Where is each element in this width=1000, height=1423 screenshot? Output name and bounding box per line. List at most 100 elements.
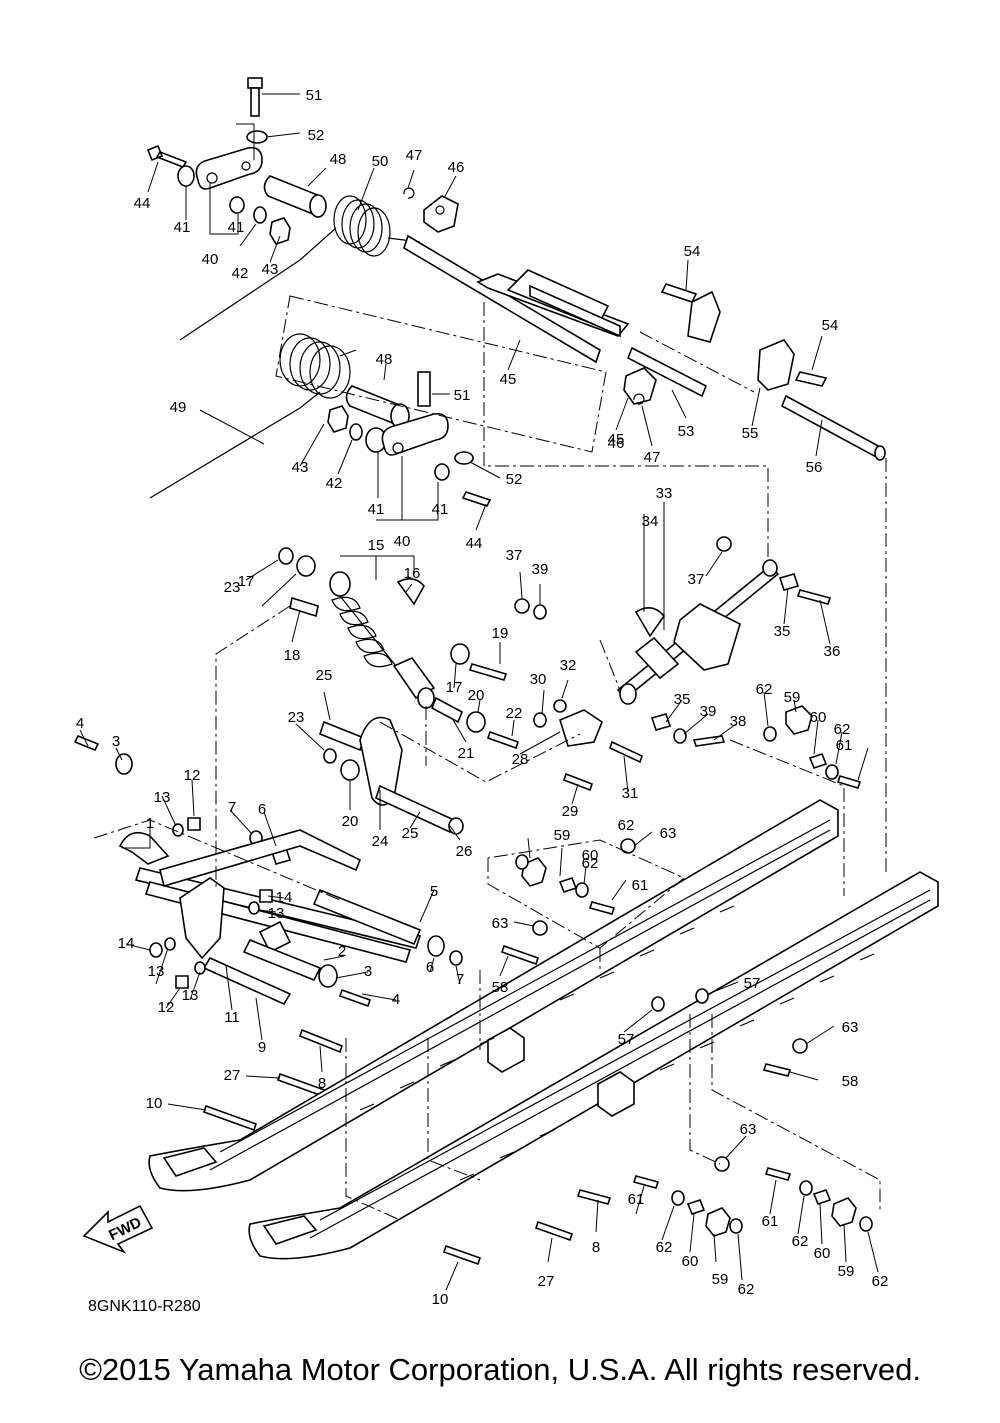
rail-left: [148, 799, 839, 1192]
callout-53: 53: [678, 423, 695, 440]
washer-57b: [695, 988, 709, 1004]
nut-52: [246, 130, 268, 144]
callout-43: 43: [262, 261, 279, 278]
callout-8: 8: [592, 1239, 600, 1256]
callout-27: 27: [224, 1067, 241, 1084]
nut-37: [514, 598, 530, 614]
callout-58: 58: [492, 979, 509, 996]
washer-7b: [449, 950, 463, 966]
shock-assembly: [278, 536, 862, 835]
bolt-54b: [794, 371, 828, 387]
copyright-notice: ©2015 Yamaha Motor Corporation, U.S.A. A…: [79, 1352, 921, 1387]
collar-20: [466, 711, 486, 733]
callout-35: 35: [674, 691, 691, 708]
callout-29: 29: [562, 803, 579, 820]
callout-22: 22: [506, 705, 523, 722]
collar-41d: [434, 463, 450, 481]
callout-46: 46: [608, 435, 625, 452]
shaft-53: [626, 346, 708, 398]
cover-34: [634, 607, 666, 638]
bolt-8b: [576, 1189, 612, 1205]
bolt-51-shank: [250, 87, 260, 117]
bolt-44b: [461, 491, 492, 507]
callout-62: 62: [792, 1233, 809, 1250]
bolt-61c: [632, 1175, 660, 1189]
callout-62: 62: [656, 1239, 673, 1256]
collar-41b: [229, 196, 245, 214]
bolt-61b: [588, 901, 616, 915]
callout-44: 44: [466, 535, 483, 552]
callout-40: 40: [202, 251, 219, 268]
callout-37: 37: [688, 571, 705, 588]
spring-49: [149, 333, 357, 499]
callout-48: 48: [376, 351, 393, 368]
nut-52b: [454, 451, 474, 465]
arm-40: [195, 146, 263, 190]
callout-14: 14: [118, 935, 135, 952]
callout-58: 58: [842, 1073, 859, 1090]
callout-59: 59: [712, 1271, 729, 1288]
collar-3: [115, 753, 133, 775]
bolt-22: [486, 730, 520, 750]
nut-23b: [323, 748, 337, 764]
callout-10: 10: [432, 1291, 449, 1308]
collar-60d: [812, 1189, 832, 1205]
callout-60: 60: [814, 1245, 831, 1262]
callout-23: 23: [224, 579, 241, 596]
callout-59: 59: [554, 827, 571, 844]
callout-62: 62: [582, 855, 599, 872]
washer-62d: [575, 882, 589, 898]
callout-7: 7: [456, 971, 464, 988]
bracket-55: [757, 339, 795, 391]
callout-25: 25: [402, 825, 419, 842]
rail-right: [248, 871, 939, 1260]
callout-34: 34: [642, 513, 659, 530]
washer-62e: [671, 1190, 685, 1206]
washer-62b: [825, 764, 839, 780]
assembly-lines: [93, 295, 887, 1221]
callout-12: 12: [158, 999, 175, 1016]
callout-12: 12: [184, 767, 201, 784]
bolt-31: [609, 740, 643, 764]
bolt-58: [500, 944, 540, 966]
callout-60: 60: [582, 847, 599, 864]
callout-59: 59: [784, 689, 801, 706]
callout-30: 30: [530, 671, 547, 688]
nut-63d: [714, 1156, 730, 1172]
callout-17: 17: [446, 679, 463, 696]
callout-42: 42: [232, 265, 249, 282]
washer-42: [253, 206, 267, 224]
callout-1: 1: [146, 815, 154, 832]
nut-14b: [149, 942, 163, 958]
callout-61: 61: [836, 737, 853, 754]
callout-6: 6: [426, 959, 434, 976]
diagram-code: 8GNK110-R280: [88, 1298, 201, 1315]
callout-54: 54: [822, 317, 839, 334]
callout-16: 16: [404, 565, 421, 582]
callout-63: 63: [842, 1019, 859, 1036]
rear-shock-33: [616, 559, 780, 705]
front-shock-15: [329, 571, 436, 709]
bolt-43b: [327, 405, 349, 433]
callout-40: 40: [394, 533, 411, 550]
bolt-19: [468, 663, 508, 681]
callout-47: 47: [644, 449, 661, 466]
bracket-28: [559, 709, 603, 747]
collar-41: [177, 165, 195, 187]
callout-52: 52: [308, 127, 325, 144]
callout-26: 26: [456, 843, 473, 860]
bolt-10: [202, 1104, 258, 1132]
leader-lines: [79, 93, 879, 1291]
callout-8: 8: [318, 1075, 326, 1092]
bottom-hardware: [442, 838, 873, 1266]
callout-57: 57: [618, 1031, 635, 1048]
collar-35b: [650, 713, 672, 731]
callout-36: 36: [824, 643, 841, 660]
callout-55: 55: [742, 425, 759, 442]
callout-17: 17: [238, 573, 255, 590]
callout-41: 41: [368, 501, 385, 518]
washer-62g: [799, 1180, 813, 1196]
callout-47: 47: [406, 147, 423, 164]
bolt-38: [692, 735, 726, 747]
